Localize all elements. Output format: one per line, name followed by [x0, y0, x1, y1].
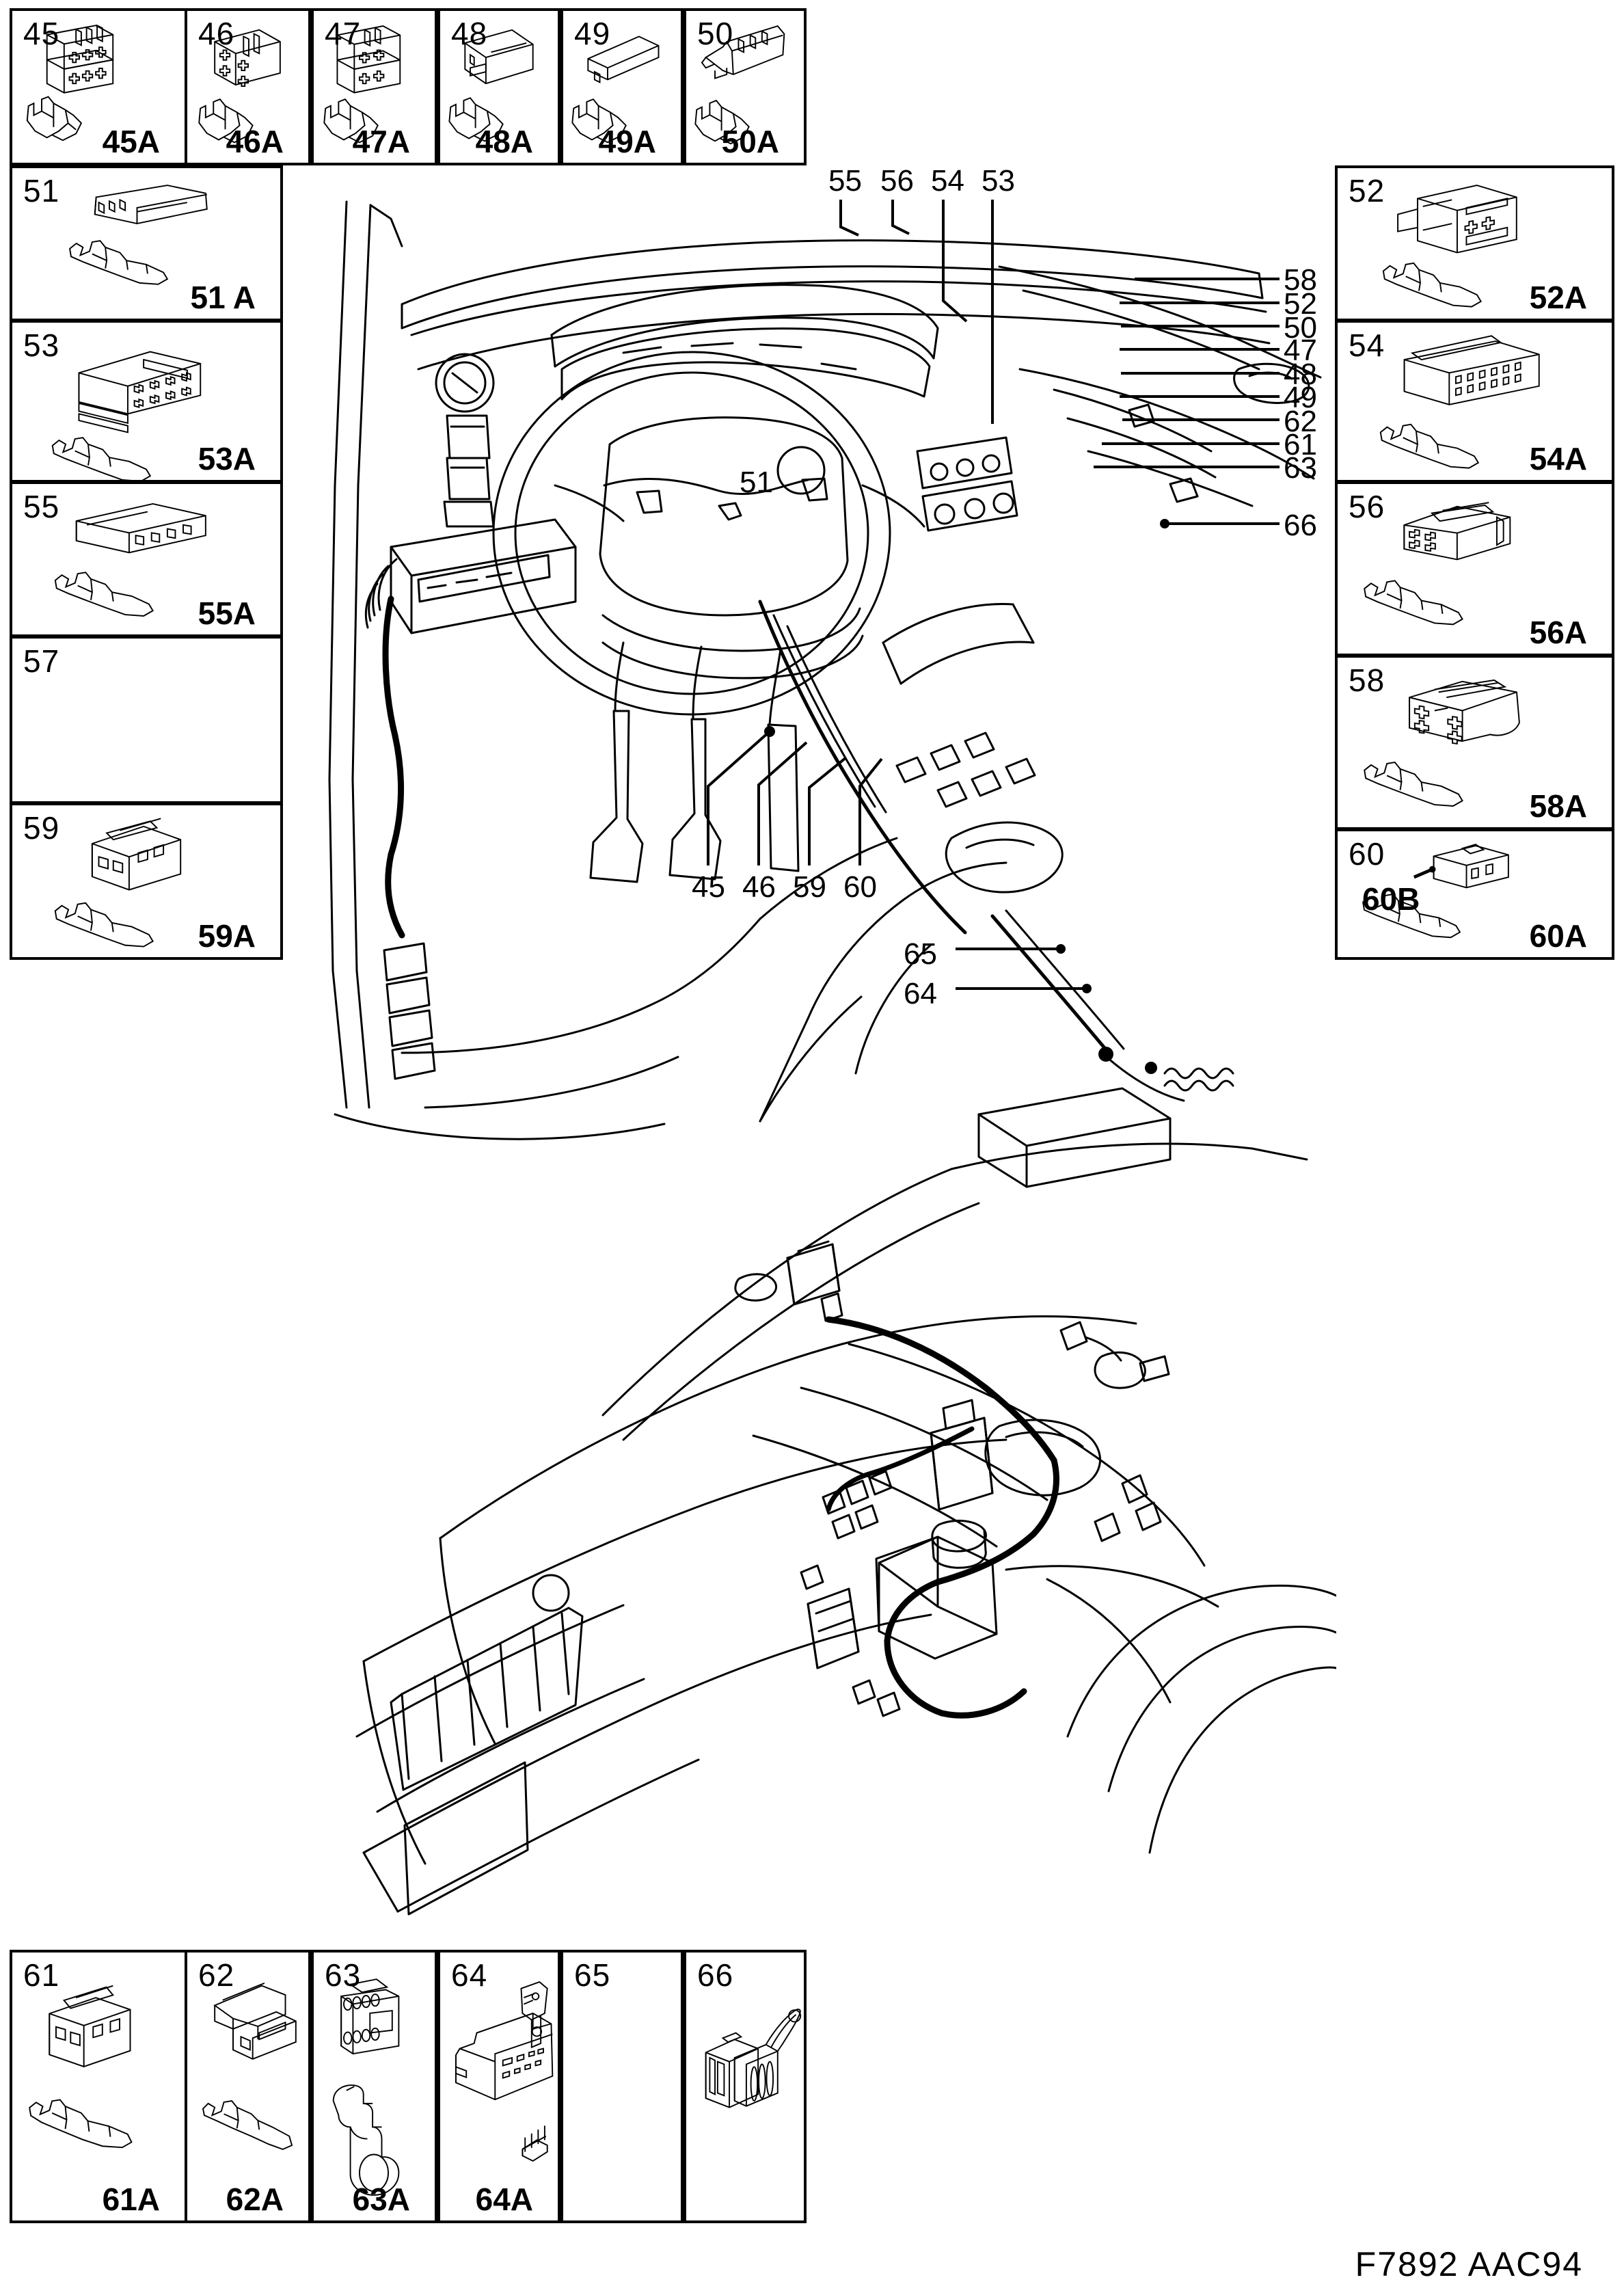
- panel-52[interactable]: 52 52A: [1335, 165, 1614, 321]
- panel-49[interactable]: 49 49A: [560, 8, 684, 165]
- panel-sub-number: 61A: [102, 2182, 160, 2217]
- panel-number: 45: [23, 16, 60, 51]
- panel-sub-number: 52A: [1529, 280, 1587, 315]
- panel-number: 58: [1349, 662, 1385, 698]
- panel-number: 49: [574, 16, 611, 51]
- panel-60[interactable]: 60 60B 60A: [1335, 829, 1614, 960]
- panel-sub-number: 59A: [198, 918, 256, 954]
- panel-sub-number: 58A: [1529, 788, 1587, 824]
- callout-61: 61: [1284, 428, 1317, 461]
- panel-number: 46: [198, 16, 235, 51]
- panel-sub-number: 53A: [198, 441, 256, 477]
- panel-sub-number-b: 60B: [1362, 881, 1420, 917]
- panel-65[interactable]: 65: [560, 1950, 684, 2223]
- panel-number: 51: [23, 173, 60, 209]
- panel-number: 48: [451, 16, 488, 51]
- callout-65: 65: [904, 937, 937, 971]
- callout-48: 48: [1284, 358, 1317, 391]
- panel-sub-number: 62A: [226, 2182, 284, 2217]
- callout-66: 66: [1284, 509, 1317, 542]
- panel-number: 59: [23, 810, 60, 846]
- panel-55[interactable]: 55 55A: [10, 481, 283, 637]
- panel-number: 56: [1349, 489, 1385, 524]
- panel-46[interactable]: 46 46A: [185, 8, 311, 165]
- panel-59[interactable]: 59 59A: [10, 803, 283, 960]
- callout-53: 53: [982, 164, 1015, 198]
- panel-sub-number: 46A: [226, 124, 284, 159]
- callout-46: 46: [742, 870, 776, 904]
- panel-number: 53: [23, 327, 60, 363]
- panel-number: 66: [697, 1957, 734, 1993]
- callout-55: 55: [828, 164, 862, 198]
- panel-64[interactable]: 64: [437, 1950, 560, 2223]
- panel-sub-number: 50A: [721, 124, 779, 159]
- callout-62: 62: [1284, 405, 1317, 438]
- panel-47[interactable]: 47 47A: [311, 8, 437, 165]
- panel-sub-number: 45A: [102, 124, 160, 159]
- callout-59: 59: [793, 870, 826, 904]
- panel-58[interactable]: 58 58A: [1335, 655, 1614, 830]
- panel-51[interactable]: 51 51 A: [10, 165, 283, 321]
- panel-sub-number: 63A: [352, 2182, 410, 2217]
- panel-sub-number: 55A: [198, 595, 256, 631]
- callout-47: 47: [1284, 334, 1317, 367]
- callout-54: 54: [931, 164, 964, 198]
- panel-sub-number: 60A: [1529, 918, 1587, 954]
- panel-sub-number: 48A: [475, 124, 533, 159]
- panel-66[interactable]: 66: [684, 1950, 807, 2223]
- panel-number: 57: [23, 643, 60, 679]
- panel-62[interactable]: 62 62A: [185, 1950, 311, 2223]
- callout-58: 58: [1284, 263, 1317, 297]
- panel-sub-number: 56A: [1529, 615, 1587, 650]
- panel-50-top[interactable]: 50 50A: [684, 8, 807, 165]
- panel-number: 50: [697, 16, 734, 51]
- callout-64: 64: [904, 977, 937, 1010]
- panel-sub-number: 47A: [352, 124, 410, 159]
- panel-number: 54: [1349, 327, 1385, 363]
- panel-sub-number: 51 A: [190, 280, 256, 315]
- callout-63: 63: [1284, 451, 1317, 485]
- panel-48[interactable]: 48 48A: [437, 8, 560, 165]
- panel-45[interactable]: 45: [10, 8, 187, 165]
- panel-54[interactable]: 54: [1335, 320, 1614, 483]
- callout-45: 45: [692, 870, 725, 904]
- document-code: F7892 AAC94: [1355, 2245, 1583, 2283]
- panel-61[interactable]: 61 61A: [10, 1950, 187, 2223]
- panel-number: 52: [1349, 173, 1385, 209]
- panel-sub-number: 64A: [475, 2182, 533, 2217]
- panel-sub-number: 49A: [598, 124, 656, 159]
- panel-number: 60: [1349, 836, 1385, 872]
- callout-51: 51: [740, 466, 773, 499]
- panel-57[interactable]: 57: [10, 636, 283, 804]
- panel-56[interactable]: 56 56A: [1335, 481, 1614, 656]
- panel-number: 47: [325, 16, 362, 51]
- center-illustration: [282, 164, 1336, 1952]
- panel-sub-number: 54A: [1529, 441, 1587, 477]
- panel-number: 62: [198, 1957, 235, 1993]
- panel-63[interactable]: 63: [311, 1950, 437, 2223]
- panel-number: 63: [325, 1957, 362, 1993]
- callout-49: 49: [1284, 381, 1317, 414]
- panel-number: 55: [23, 489, 60, 524]
- panel-number: 64: [451, 1957, 488, 1993]
- panel-number: 61: [23, 1957, 60, 1993]
- panel-number: 65: [574, 1957, 611, 1993]
- callout-56: 56: [880, 164, 914, 198]
- panel-53[interactable]: 53: [10, 320, 283, 483]
- callout-50: 50: [1284, 311, 1317, 345]
- callout-52: 52: [1284, 287, 1317, 321]
- callout-60: 60: [843, 870, 877, 904]
